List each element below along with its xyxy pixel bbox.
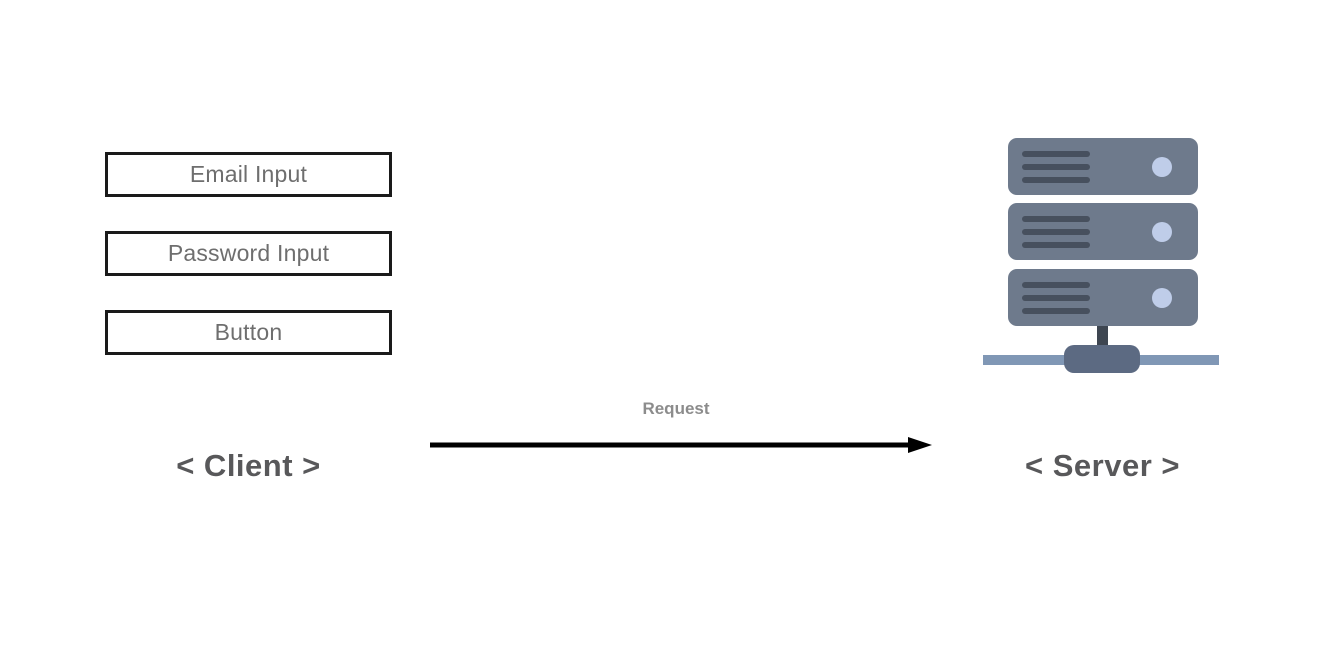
server-label: < Server > bbox=[1025, 448, 1180, 483]
password-input-box: Password Input bbox=[105, 231, 392, 276]
request-label: Request bbox=[642, 399, 710, 418]
request-arrow-head bbox=[908, 437, 932, 453]
email-input-box-label: Email Input bbox=[189, 161, 308, 187]
client-label: < Client > bbox=[176, 448, 321, 483]
server-led-lights bbox=[1152, 157, 1172, 308]
password-input-box-label: Password Input bbox=[167, 240, 330, 266]
server-network-hub bbox=[1064, 345, 1140, 373]
button-box-label: Button bbox=[214, 319, 283, 345]
server-connector bbox=[1097, 322, 1108, 352]
request-arrow-icon bbox=[430, 437, 932, 453]
server-icon bbox=[983, 138, 1219, 373]
email-input-box: Email Input bbox=[105, 152, 392, 197]
button-box: Button bbox=[105, 310, 392, 355]
server-vent-slots bbox=[1022, 151, 1090, 314]
